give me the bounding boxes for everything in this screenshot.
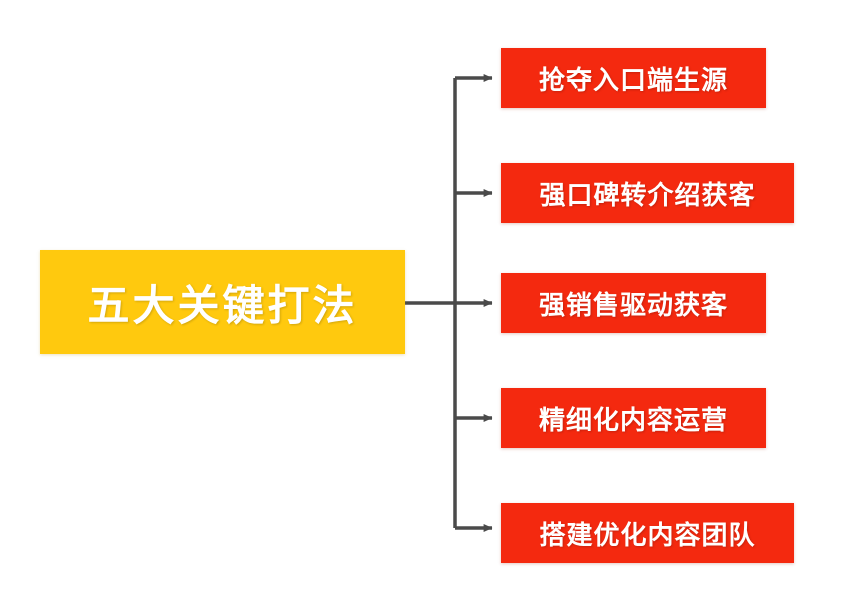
- branch-node-2: 强口碑转介绍获客: [501, 163, 794, 223]
- root-node-five-key-strategies: 五大关键打法: [40, 250, 405, 354]
- branch-node-3: 强销售驱动获客: [501, 273, 766, 333]
- branch-node-1: 抢夺入口端生源: [501, 48, 766, 108]
- branch-node-4: 精细化内容运营: [501, 388, 766, 448]
- branch-node-5: 搭建优化内容团队: [501, 503, 794, 563]
